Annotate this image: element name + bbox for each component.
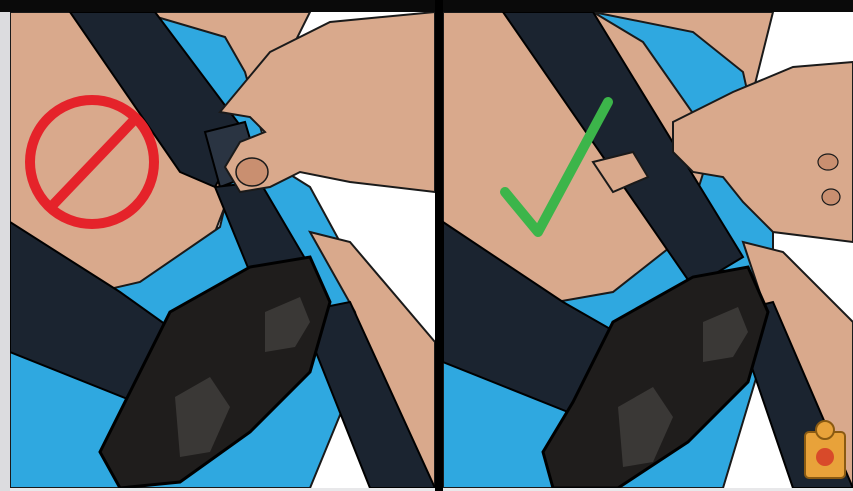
correct-illustration — [443, 12, 853, 488]
incorrect-illustration — [10, 12, 435, 488]
panel-divider — [435, 0, 443, 491]
thumbnail — [236, 158, 268, 186]
incorrect-panel — [10, 12, 435, 488]
fingernail — [818, 154, 838, 170]
top-border — [0, 0, 853, 12]
correct-panel — [443, 12, 853, 488]
fingernail — [822, 189, 840, 205]
left-margin — [0, 12, 10, 491]
